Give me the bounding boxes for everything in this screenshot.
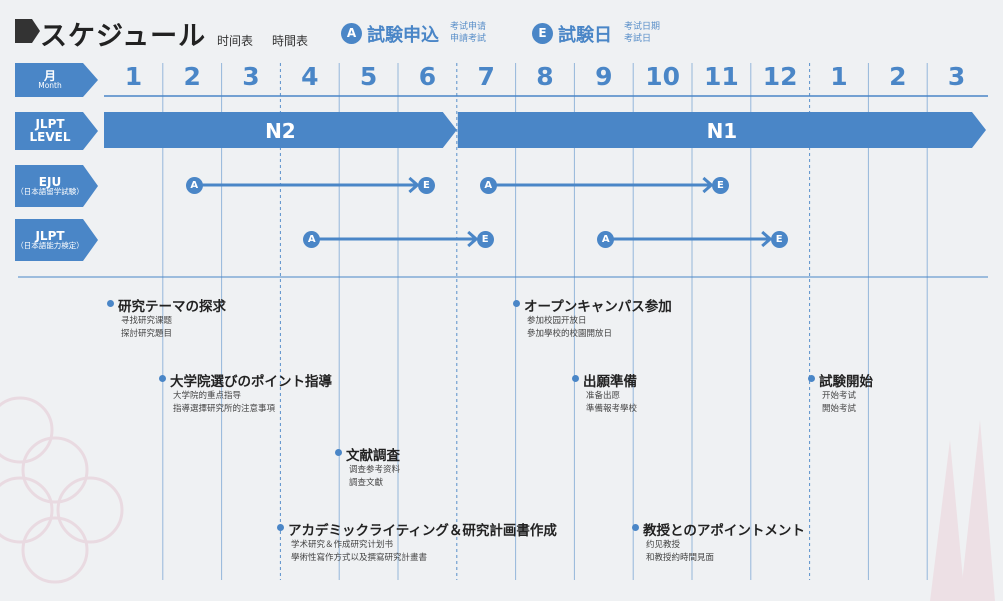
month-number: 2 bbox=[889, 62, 907, 91]
task-sub-cn: 约见教授 bbox=[646, 540, 681, 550]
exam-arrows bbox=[194, 176, 773, 248]
row-label-jlpt: JLPT （日本語能力検定） bbox=[15, 219, 85, 261]
jlpt-arrow-head bbox=[467, 230, 479, 248]
legend-exam-small-tw: 考試日 bbox=[624, 34, 652, 44]
title-marker-icon bbox=[15, 19, 40, 43]
eju-apply-marker: A bbox=[185, 176, 203, 194]
jlpt-label-shape bbox=[15, 219, 98, 261]
task-dot bbox=[107, 300, 114, 307]
task-dot bbox=[159, 375, 166, 382]
jlpt-exam-marker: E bbox=[770, 230, 788, 248]
jlpt-apply-marker: A bbox=[303, 230, 321, 248]
task-sub-cn: 寻找研究课题 bbox=[121, 316, 173, 326]
task-title-research-theme: 研究テーマの探求 bbox=[118, 299, 226, 315]
level-arrow-n1 bbox=[457, 112, 986, 148]
legend-apply-small-cn: 考试申请 bbox=[450, 22, 487, 32]
task-dot bbox=[513, 300, 520, 307]
row-label-jlpt-level-line2: LEVEL bbox=[29, 130, 71, 144]
month-number: 9 bbox=[595, 62, 613, 91]
month-number: 2 bbox=[183, 62, 201, 91]
task-sub-tw: 準備報考學校 bbox=[586, 404, 638, 414]
row-label-eju: EJU （日本語留学試験） bbox=[15, 165, 85, 207]
eju-apply-marker: A bbox=[479, 176, 497, 194]
level-arrow-n2 bbox=[104, 112, 457, 148]
task-sub-tw: 調查文獻 bbox=[349, 478, 384, 488]
task-title-professor-appointment: 教授とのアポイントメント bbox=[643, 523, 805, 539]
task-title-literature-survey: 文献調査 bbox=[346, 448, 400, 464]
eju-arrow-head bbox=[408, 176, 420, 194]
month-number: 5 bbox=[359, 62, 378, 91]
eju-label-shape bbox=[15, 165, 98, 207]
task-dot bbox=[277, 524, 284, 531]
level-label-n1: N1 bbox=[706, 119, 738, 143]
month-number: 6 bbox=[418, 62, 437, 91]
legend-exam-small-cn: 考试日期 bbox=[624, 22, 661, 32]
task-sub-tw: 學術性寫作方式以及撰寫研究計畫書 bbox=[291, 553, 428, 563]
legend-exam-label: 試験日 bbox=[558, 25, 612, 46]
legend-apply-badge: A bbox=[341, 23, 362, 44]
eju-arrow-head bbox=[702, 176, 714, 194]
task-sub-tw: 探討研究題目 bbox=[121, 329, 173, 339]
row-label-month: 月 Month bbox=[15, 63, 85, 97]
task-dot bbox=[335, 449, 342, 456]
task-sub-cn: 准备出愿 bbox=[586, 391, 621, 401]
task-sub-cn: 开始考试 bbox=[822, 391, 857, 401]
legend-apply-small-tw: 申請考試 bbox=[450, 34, 487, 44]
task-dot bbox=[572, 375, 579, 382]
month-number: 11 bbox=[703, 62, 739, 91]
level-label-n2: N2 bbox=[265, 119, 296, 143]
row-label-jlpt-level-line1: JLPT bbox=[35, 117, 65, 132]
task-title-exam-start: 試験開始 bbox=[819, 374, 873, 390]
month-grid bbox=[162, 63, 928, 580]
task-sub-tw: 參加學校的校園開放日 bbox=[527, 329, 613, 339]
month-number: 8 bbox=[536, 62, 554, 91]
jlpt-level-label-shape bbox=[15, 112, 98, 150]
task-sub-tw: 指導選擇研究所的注意事項 bbox=[173, 404, 276, 414]
task-title-graduate-school-guidance: 大学院選びのポイント指導 bbox=[170, 374, 332, 390]
month-number: 1 bbox=[124, 62, 143, 91]
task-sub-cn: 大学院的重点指导 bbox=[173, 391, 242, 401]
task-dot bbox=[808, 375, 815, 382]
title-sub-traditional: 時間表 bbox=[272, 34, 309, 48]
jlpt-exam-marker: E bbox=[476, 230, 494, 248]
task-sub-cn: 学术研究＆作成研究计划书 bbox=[291, 540, 394, 550]
task-title-academic-writing: アカデミックライティング＆研究計画書作成 bbox=[288, 523, 557, 539]
row-label-eju-main: EJU bbox=[38, 174, 62, 189]
row-label-jlpt-level: JLPT LEVEL bbox=[15, 112, 85, 150]
row-label-month-main: 月 bbox=[43, 68, 56, 83]
task-sub-tw: 開始考試 bbox=[822, 404, 857, 414]
task-dot bbox=[632, 524, 639, 531]
title-sub-simplified: 时间表 bbox=[217, 34, 254, 48]
row-label-jlpt-main: JLPT bbox=[35, 228, 65, 243]
month-number: 3 bbox=[947, 62, 966, 91]
eju-exam-marker: E bbox=[417, 176, 435, 194]
month-number: 12 bbox=[762, 62, 798, 91]
month-number: 3 bbox=[242, 62, 260, 91]
task-sub-cn: 调查参考资料 bbox=[349, 465, 401, 475]
left-floral-pattern bbox=[0, 396, 124, 584]
eju-exam-marker: E bbox=[711, 176, 729, 194]
task-title-application-prep: 出願準備 bbox=[583, 374, 637, 390]
month-number: 4 bbox=[301, 62, 319, 91]
legend-exam-badge: E bbox=[532, 23, 553, 44]
jlpt-arrow-head bbox=[761, 230, 773, 248]
row-label-jlpt-sub: （日本語能力検定） bbox=[16, 241, 84, 251]
month-number: 7 bbox=[477, 62, 495, 91]
page-title: スケジュール bbox=[40, 21, 207, 52]
legend-apply-label: 試験申込 bbox=[367, 25, 439, 46]
month-number: 1 bbox=[830, 62, 848, 91]
month-number: 10 bbox=[645, 62, 680, 91]
right-stripe-pattern bbox=[930, 420, 995, 601]
jlpt-apply-marker: A bbox=[597, 230, 615, 248]
month-label-shape bbox=[15, 63, 98, 97]
task-sub-tw: 和教授約時間見面 bbox=[646, 553, 715, 563]
task-sub-cn: 参加校园开放日 bbox=[527, 316, 587, 326]
row-label-eju-sub: （日本語留学試験） bbox=[16, 187, 84, 197]
row-label-month-sub: Month bbox=[38, 81, 62, 91]
task-title-open-campus: オープンキャンパス参加 bbox=[524, 299, 672, 315]
